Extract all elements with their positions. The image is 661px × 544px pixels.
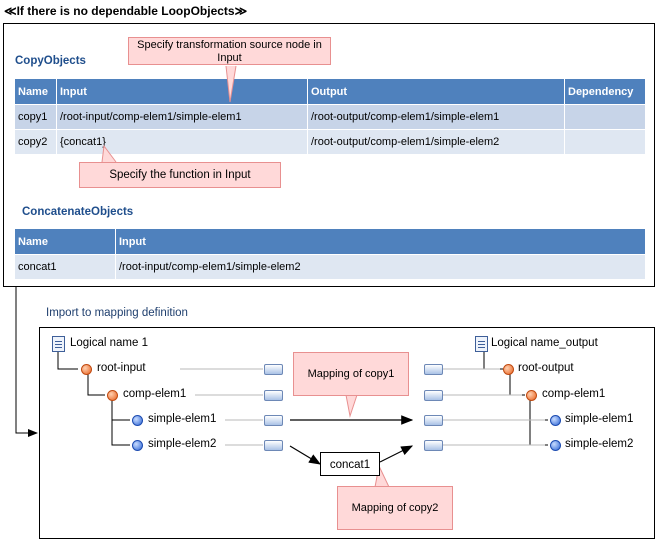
column-header-input: Input: [56, 79, 308, 105]
callout-mapping-copy2: Mapping of copy2: [337, 486, 453, 530]
leaf-node-icon: [132, 415, 143, 426]
left-node-simple1[interactable]: simple-elem1: [148, 413, 217, 425]
document-icon: [52, 336, 65, 352]
column-header-name: Name: [15, 79, 57, 105]
leaf-node-icon: [550, 415, 561, 426]
copy-objects-table: Name Input Output Dependency copy1 /root…: [15, 79, 646, 155]
column-header-output: Output: [307, 79, 565, 105]
mapping-port-icon[interactable]: [264, 390, 283, 401]
right-node-simple2[interactable]: simple-elem2: [565, 438, 634, 450]
element-node-icon: [503, 364, 514, 375]
mapping-port-icon[interactable]: [424, 364, 443, 375]
leaf-node-icon: [550, 440, 561, 451]
left-node-simple2[interactable]: simple-elem2: [148, 438, 217, 450]
callout-source-node: Specify transformation source node in In…: [128, 37, 331, 65]
concatenate-objects-title: ConcatenateObjects: [22, 206, 134, 218]
cell-input: {concat1}: [56, 129, 308, 155]
cell-dependency: [564, 104, 646, 130]
import-label: Import to mapping definition: [46, 307, 188, 319]
callout-function-input: Specify the function in Input: [79, 162, 281, 188]
right-node-root[interactable]: root-output: [518, 362, 574, 374]
mapping-port-icon[interactable]: [264, 415, 283, 426]
copy-objects-title: CopyObjects: [15, 55, 86, 67]
mapping-panel: [39, 327, 655, 539]
page-title: ≪If there is no dependable LoopObjects≫: [4, 4, 248, 18]
callout-mapping-copy1: Mapping of copy1: [293, 352, 409, 396]
table-row: copy1 /root-input/comp-elem1/simple-elem…: [15, 104, 646, 130]
mapping-port-icon[interactable]: [424, 415, 443, 426]
cell-input: /root-input/comp-elem1/simple-elem2: [115, 254, 646, 280]
column-header-input: Input: [115, 229, 646, 255]
mapping-port-icon[interactable]: [424, 390, 443, 401]
top-panel: [3, 23, 655, 287]
element-node-icon: [107, 390, 118, 401]
left-node-root[interactable]: root-input: [97, 362, 146, 374]
cell-input: /root-input/comp-elem1/simple-elem1: [56, 104, 308, 130]
cell-dependency: [564, 129, 646, 155]
element-node-icon: [81, 364, 92, 375]
table-row: concat1 /root-input/comp-elem1/simple-el…: [15, 254, 646, 280]
mapping-port-icon[interactable]: [264, 364, 283, 375]
right-node-comp[interactable]: comp-elem1: [542, 388, 606, 400]
cell-name: concat1: [15, 254, 116, 280]
table-header-row: Name Input: [15, 229, 646, 255]
cell-name: copy1: [15, 104, 57, 130]
left-node-comp[interactable]: comp-elem1: [123, 388, 187, 400]
cell-output: /root-output/comp-elem1/simple-elem1: [307, 104, 565, 130]
concat-function-box[interactable]: concat1: [320, 452, 380, 476]
mapping-port-icon[interactable]: [424, 440, 443, 451]
mapping-port-icon[interactable]: [264, 440, 283, 451]
right-node-simple1[interactable]: simple-elem1: [565, 413, 634, 425]
cell-output: /root-output/comp-elem1/simple-elem2: [307, 129, 565, 155]
concatenate-objects-table: Name Input concat1 /root-input/comp-elem…: [15, 229, 646, 280]
cell-name: copy2: [15, 129, 57, 155]
column-header-dependency: Dependency: [564, 79, 646, 105]
column-header-name: Name: [15, 229, 116, 255]
document-icon: [475, 336, 488, 352]
element-node-icon: [526, 390, 537, 401]
left-tree-title: Logical name 1: [70, 337, 148, 349]
right-tree-title: Logical name_output: [491, 337, 598, 349]
table-header-row: Name Input Output Dependency: [15, 79, 646, 105]
leaf-node-icon: [132, 440, 143, 451]
table-row: copy2 {concat1} /root-output/comp-elem1/…: [15, 129, 646, 155]
